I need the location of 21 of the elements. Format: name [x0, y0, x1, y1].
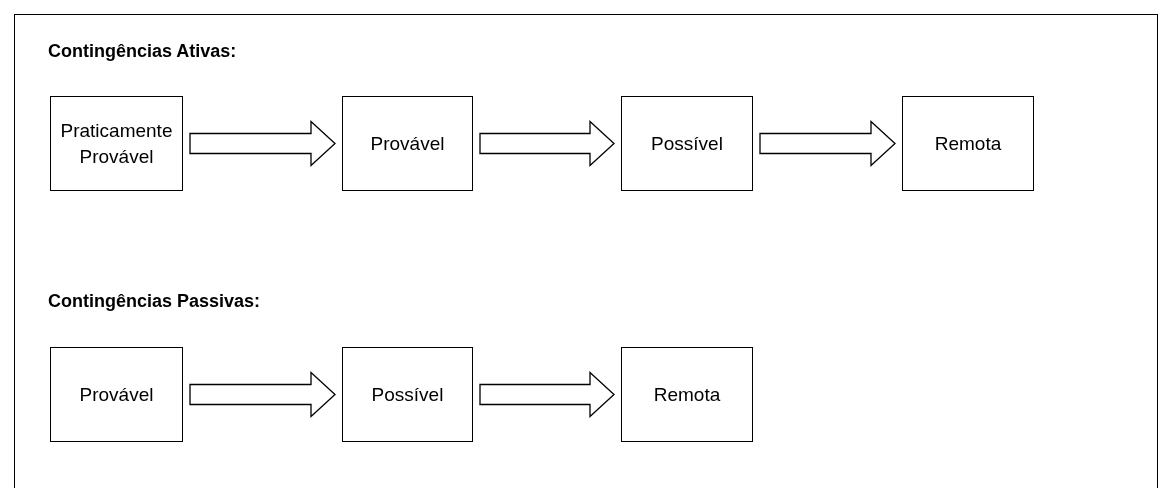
process-box [621, 96, 753, 191]
process-box [621, 347, 753, 442]
process-box [342, 96, 473, 191]
block-arrow [479, 120, 615, 167]
box-label: Provável [79, 382, 154, 407]
box-label: Possível [371, 382, 444, 407]
box-label: Possível [651, 131, 723, 156]
box-label: Remota [934, 131, 1002, 156]
process-box [342, 347, 473, 442]
box-label: Praticamente Provável [59, 118, 174, 169]
process-box [902, 96, 1034, 191]
block-arrow [479, 371, 615, 418]
box-label: Provável [370, 131, 445, 156]
block-arrow [189, 120, 336, 167]
process-box [50, 347, 183, 442]
box-label: Remota [653, 382, 721, 407]
section-heading: Contingências Ativas: [48, 41, 237, 62]
section-heading: Contingências Passivas: [48, 291, 261, 312]
block-arrow [759, 120, 896, 167]
block-arrow [189, 371, 336, 418]
process-box [50, 96, 183, 191]
